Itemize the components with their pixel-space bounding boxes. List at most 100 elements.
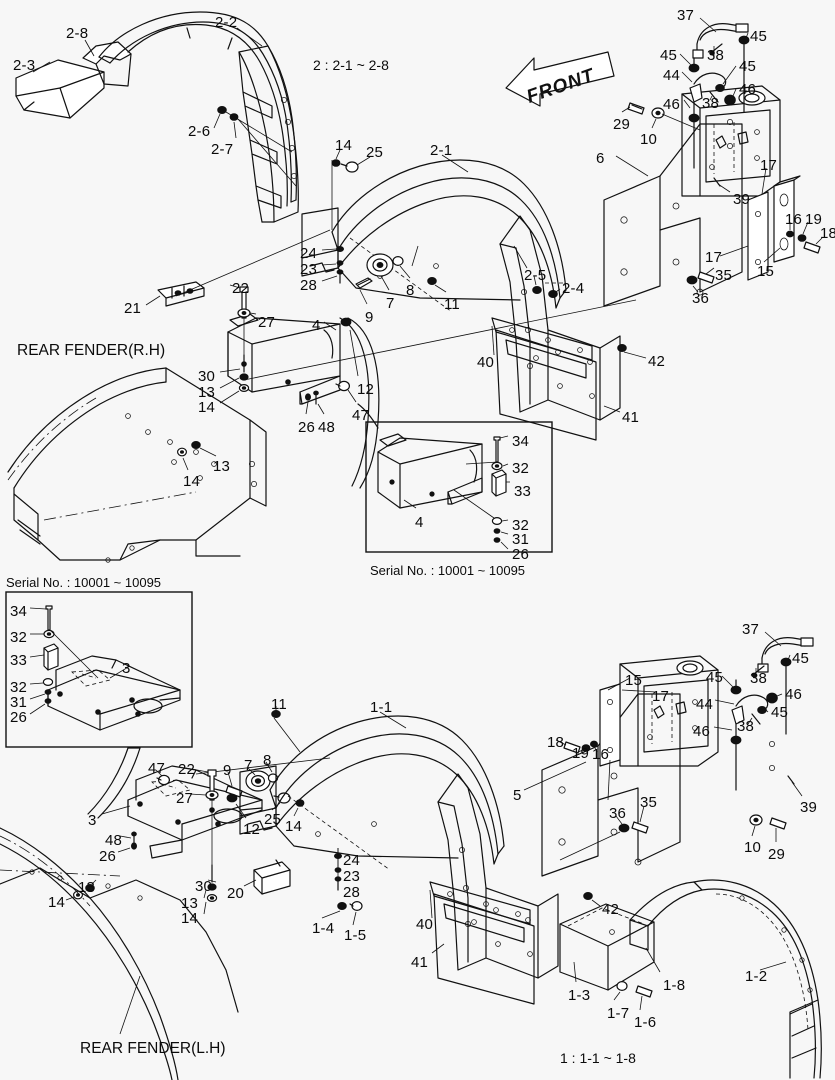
part-callout-34: 34 [10,603,28,620]
fastener-48-lower [131,831,137,843]
part-callout-32: 32 [512,517,530,534]
fastener-1-4 [337,902,347,911]
part-callout-26: 26 [10,709,28,726]
inset-fastener-31 [493,528,501,534]
bolt-18-lower [563,741,581,754]
part-callout-7: 7 [386,295,395,312]
part-callout-1-2: 1-2 [745,968,768,985]
part-2-8-strip [82,41,132,87]
rh-fender-outline [7,367,267,563]
part-callout-12: 12 [357,381,375,398]
part-callout-2-3: 2-3 [13,57,36,74]
part-callout-25: 25 [366,144,384,161]
inset-left-washer-32a [43,629,55,639]
part-callout-42: 42 [648,353,666,370]
part-callout-41: 41 [411,954,429,971]
part-callout-33: 33 [10,652,28,669]
part-3-box [127,765,263,859]
inset-center-part-4 [377,433,483,509]
part-callout-19: 19 [572,745,590,762]
part-callout-10: 10 [640,131,658,148]
part-callout-40: 40 [416,916,434,933]
part-callout-18: 18 [820,225,835,242]
part-callout-3: 3 [122,660,131,677]
part-callout-46: 46 [663,96,681,113]
part-callout-18: 18 [547,734,565,751]
fastener-11-upper [427,276,437,285]
inset-left-washer-32b [42,677,54,686]
lh-fender-outline [0,827,239,1080]
fastener-42-upper [617,343,627,352]
fastener-column-24-23-28 [335,245,344,284]
part-tank-assembly-lower [619,655,719,767]
inset-part-33 [491,469,507,497]
part-4-box [227,313,341,405]
part-callout-27: 27 [176,790,194,807]
fastener-45-lower-b [730,679,742,695]
part-callout-14: 14 [183,473,201,490]
part-callout-13: 13 [78,879,96,896]
part-15-pad [773,175,801,263]
washer-10-upper [651,107,665,119]
part-callout-2-5: 2-5 [524,267,547,284]
part-callout-1-7: 1-7 [607,1005,630,1022]
part-callout-16: 16 [592,746,610,763]
fastener-26-lower [130,842,137,850]
part-callout-33: 33 [514,483,532,500]
part-callout-10: 10 [744,839,762,856]
part-callout-35: 35 [715,267,733,284]
fastener-13-lh [85,884,95,893]
part-callout-11: 11 [444,296,460,313]
part-callout-25: 25 [264,811,282,828]
part-2-2-fender [98,11,299,223]
part-callout-3: 3 [88,812,97,829]
part-callout-2-4: 2-4 [562,280,585,297]
fastener-39-lower [787,775,795,785]
part-callout-47: 47 [352,407,370,424]
fastener-36-lower [618,823,630,833]
part-callout-26: 26 [512,546,530,563]
part-callout-17: 17 [760,157,778,174]
part-38-a [709,43,723,56]
part-callout-38: 38 [737,718,755,735]
part-callout-31: 31 [10,694,28,711]
part-callout-46: 46 [739,81,757,98]
part-callout-38: 38 [702,95,720,112]
part-callout-13: 13 [198,384,216,401]
part-callout-14: 14 [335,137,353,154]
inset-washer-32a [491,461,503,471]
fastener-19-lower [581,744,591,752]
part-callout-17: 17 [652,688,670,705]
part-callout-6: 6 [596,150,605,167]
part-callout-30: 30 [198,368,216,385]
part-callout-14: 14 [48,894,66,911]
fastener-1-5 [349,900,363,911]
fastener-19 [797,234,807,242]
section-title-rear-fender-lh: REAR FENDER(L.H) [80,1040,226,1057]
part-38-lower-b [751,713,761,725]
part-callout-17: 17 [705,249,723,266]
part-callout-1-3: 1-3 [568,987,591,1004]
fastener-2-6 [217,106,227,115]
washer-8 [392,256,404,267]
fastener-45-a [738,35,750,113]
part-callout-29: 29 [613,116,631,133]
fastener-12-upper [340,317,352,327]
part-callout-1-8: 1-8 [663,977,686,994]
part-callout-8: 8 [263,752,272,769]
part-callout-46: 46 [693,723,711,740]
part-44-lever [688,72,727,169]
part-callout-34: 34 [512,433,530,450]
part-callout-9: 9 [223,762,232,779]
part-callout-45: 45 [771,704,789,721]
fastener-2-4 [548,289,558,298]
part-callout-46: 46 [785,686,803,703]
part-callout-32: 32 [512,460,530,477]
inset-left-part-3 [47,655,181,731]
part-callout-19: 19 [805,211,823,228]
part-callout-28: 28 [343,884,361,901]
washer-27-lower [205,790,219,800]
fastener-2-5 [532,285,542,294]
part-callout-36: 36 [609,805,627,822]
part-callout-42: 42 [602,901,620,918]
